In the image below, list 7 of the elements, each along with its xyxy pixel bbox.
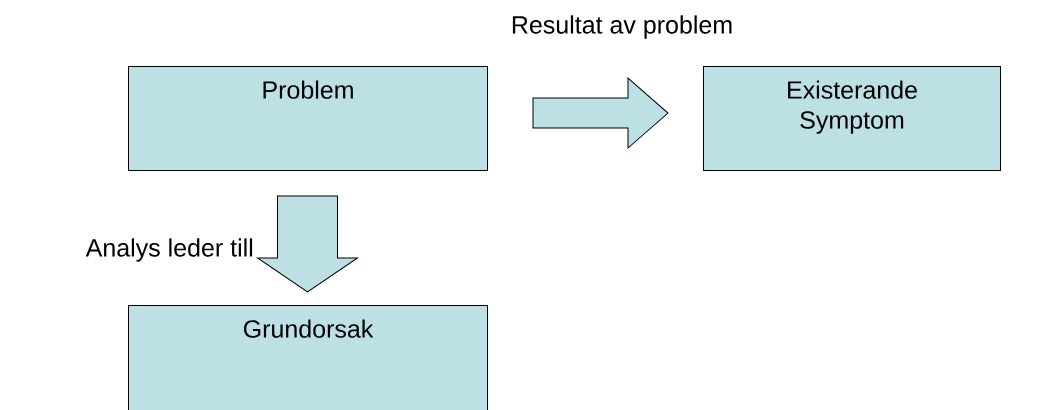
process-box: Existerande Symptom xyxy=(703,66,1001,171)
process-box: Grundorsak xyxy=(128,305,488,410)
edge-label: Analys leder till xyxy=(85,238,253,262)
block-arrow xyxy=(257,195,358,293)
process-box: Problem xyxy=(128,66,488,171)
block-arrow xyxy=(532,77,669,149)
edge-label: Resultat av problem xyxy=(512,15,732,39)
